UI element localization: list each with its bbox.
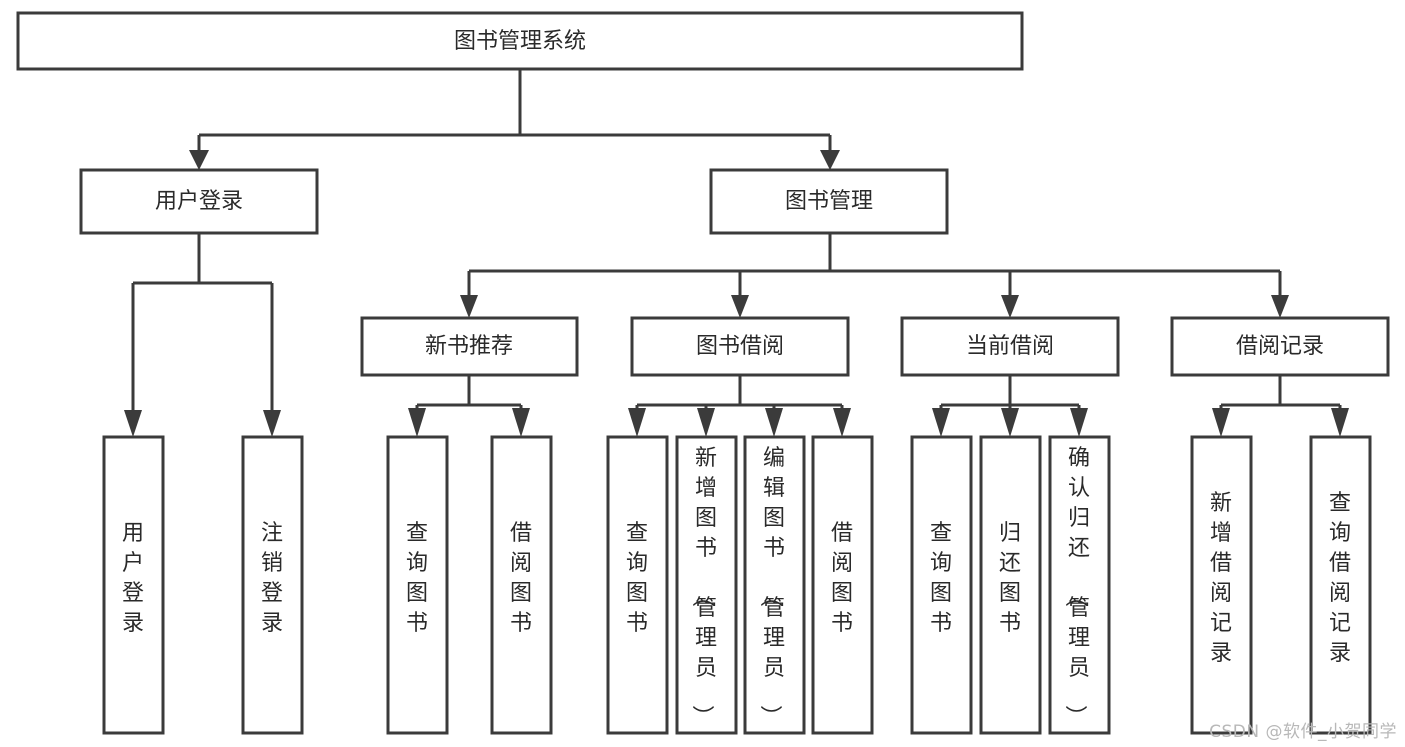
connector-layer bbox=[124, 69, 1349, 437]
node-current-borrow-label: 当前借阅 bbox=[966, 334, 1054, 359]
node-root-label: 图书管理系统 bbox=[454, 29, 586, 54]
leaf-add-record-box[interactable] bbox=[1190, 435, 1253, 735]
node-current-borrow-box[interactable] bbox=[900, 316, 1120, 377]
leaf-borrow-book-1-box[interactable] bbox=[490, 435, 553, 735]
leaf-query-book-1-box[interactable] bbox=[386, 435, 449, 735]
leaf-user-login[interactable]: 用户登录 bbox=[102, 435, 165, 735]
leaf-return-book-box[interactable] bbox=[979, 435, 1042, 735]
node-current-borrow[interactable]: 当前借阅 bbox=[900, 316, 1120, 377]
arrow-head-leaf-borrow-book-1 bbox=[512, 408, 530, 437]
leaf-query-record-label: 查询借阅记录 bbox=[1329, 491, 1351, 666]
leaf-add-book-label: 新增图书（管理员） bbox=[689, 446, 717, 727]
leaf-confirm-return-label: 确认归还（管理员） bbox=[1062, 446, 1090, 727]
leaf-borrow-book-2-box[interactable] bbox=[811, 435, 874, 735]
node-book-management-box[interactable] bbox=[709, 168, 949, 235]
leaf-logout-login-label: 注销登录 bbox=[261, 521, 283, 636]
node-borrow-record[interactable]: 借阅记录 bbox=[1170, 316, 1390, 377]
arrow-head-leaf-user-login bbox=[124, 410, 142, 437]
node-book-management-label: 图书管理 bbox=[785, 189, 873, 214]
leaf-logout-login-box[interactable] bbox=[241, 435, 304, 735]
node-borrow-record-label: 借阅记录 bbox=[1236, 334, 1324, 359]
leaf-add-record-label: 新增借阅记录 bbox=[1210, 491, 1232, 666]
leaf-borrow-book-2-label: 借阅图书 bbox=[831, 521, 853, 636]
leaf-return-book-label: 归还图书 bbox=[999, 521, 1021, 636]
leaf-query-book-3-box[interactable] bbox=[910, 435, 973, 735]
arrow-head-leaf-add-record bbox=[1212, 408, 1230, 437]
leaf-user-login-box[interactable] bbox=[102, 435, 165, 735]
arrow-head-leaf-return-book bbox=[1001, 408, 1019, 437]
arrow-head-leaf-edit-book bbox=[765, 408, 783, 437]
node-new-book-recommend-box[interactable] bbox=[360, 316, 579, 377]
leaf-borrow-book-1-label: 借阅图书 bbox=[510, 521, 532, 636]
csdn-watermark: CSDN @软件_小贺同学 bbox=[1209, 722, 1397, 742]
leaf-edit-book[interactable]: 编辑图书（管理员） bbox=[743, 435, 806, 735]
leaf-return-book[interactable]: 归还图书 bbox=[979, 435, 1042, 735]
arrow-head-leaf-confirm-return bbox=[1070, 408, 1088, 437]
arrow-head-new-book-recommend bbox=[460, 295, 478, 318]
arrow-head-book-management bbox=[820, 150, 840, 170]
node-borrow-record-box[interactable] bbox=[1170, 316, 1390, 377]
node-user-login-box[interactable] bbox=[79, 168, 319, 235]
leaf-add-book[interactable]: 新增图书（管理员） bbox=[675, 435, 738, 735]
leaf-query-book-2-box[interactable] bbox=[606, 435, 669, 735]
leaf-user-login-label: 用户登录 bbox=[122, 521, 144, 636]
node-book-borrow-label: 图书借阅 bbox=[696, 334, 784, 359]
leaf-borrow-book-1[interactable]: 借阅图书 bbox=[490, 435, 553, 735]
leaf-add-book-box[interactable] bbox=[675, 435, 738, 735]
leaf-query-record[interactable]: 查询借阅记录 bbox=[1309, 435, 1372, 735]
node-book-management[interactable]: 图书管理 bbox=[709, 168, 949, 235]
arrow-head-user-login bbox=[189, 150, 209, 170]
arrow-head-book-borrow bbox=[731, 295, 749, 318]
leaf-query-book-3[interactable]: 查询图书 bbox=[910, 435, 973, 735]
node-book-borrow[interactable]: 图书借阅 bbox=[630, 316, 850, 377]
leaf-query-book-3-label: 查询图书 bbox=[930, 521, 952, 636]
node-root-box[interactable] bbox=[16, 11, 1024, 71]
node-book-borrow-box[interactable] bbox=[630, 316, 850, 377]
arrow-head-borrow-record bbox=[1271, 295, 1289, 318]
arrow-head-leaf-add-book bbox=[697, 408, 715, 437]
node-new-book-recommend[interactable]: 新书推荐 bbox=[360, 316, 579, 377]
arrow-head-leaf-logout-login bbox=[263, 410, 281, 437]
arrow-head-leaf-query-book-3 bbox=[932, 408, 950, 437]
leaf-query-book-2[interactable]: 查询图书 bbox=[606, 435, 669, 735]
leaf-confirm-return[interactable]: 确认归还（管理员） bbox=[1048, 435, 1111, 735]
node-user-login[interactable]: 用户登录 bbox=[79, 168, 319, 235]
arrow-head-leaf-query-book-1 bbox=[408, 408, 426, 437]
arrow-head-leaf-query-book-2 bbox=[628, 408, 646, 437]
node-user-login-label: 用户登录 bbox=[155, 189, 243, 214]
arrow-head-current-borrow bbox=[1001, 295, 1019, 318]
leaf-query-book-2-label: 查询图书 bbox=[626, 521, 648, 636]
leaf-logout-login[interactable]: 注销登录 bbox=[241, 435, 304, 735]
leaf-add-record[interactable]: 新增借阅记录 bbox=[1190, 435, 1253, 735]
arrow-head-leaf-borrow-book-2 bbox=[833, 408, 851, 437]
leaf-borrow-book-2[interactable]: 借阅图书 bbox=[811, 435, 874, 735]
leaf-confirm-return-box[interactable] bbox=[1048, 435, 1111, 735]
leaf-query-book-1[interactable]: 查询图书 bbox=[386, 435, 449, 735]
leaf-query-book-1-label: 查询图书 bbox=[406, 521, 428, 636]
leaf-edit-book-box[interactable] bbox=[743, 435, 806, 735]
node-new-book-recommend-label: 新书推荐 bbox=[425, 334, 513, 359]
leaf-edit-book-label: 编辑图书（管理员） bbox=[757, 446, 785, 727]
leaf-query-record-box[interactable] bbox=[1309, 435, 1372, 735]
node-root[interactable]: 图书管理系统 bbox=[16, 11, 1024, 71]
arrow-head-leaf-query-record bbox=[1331, 408, 1349, 437]
